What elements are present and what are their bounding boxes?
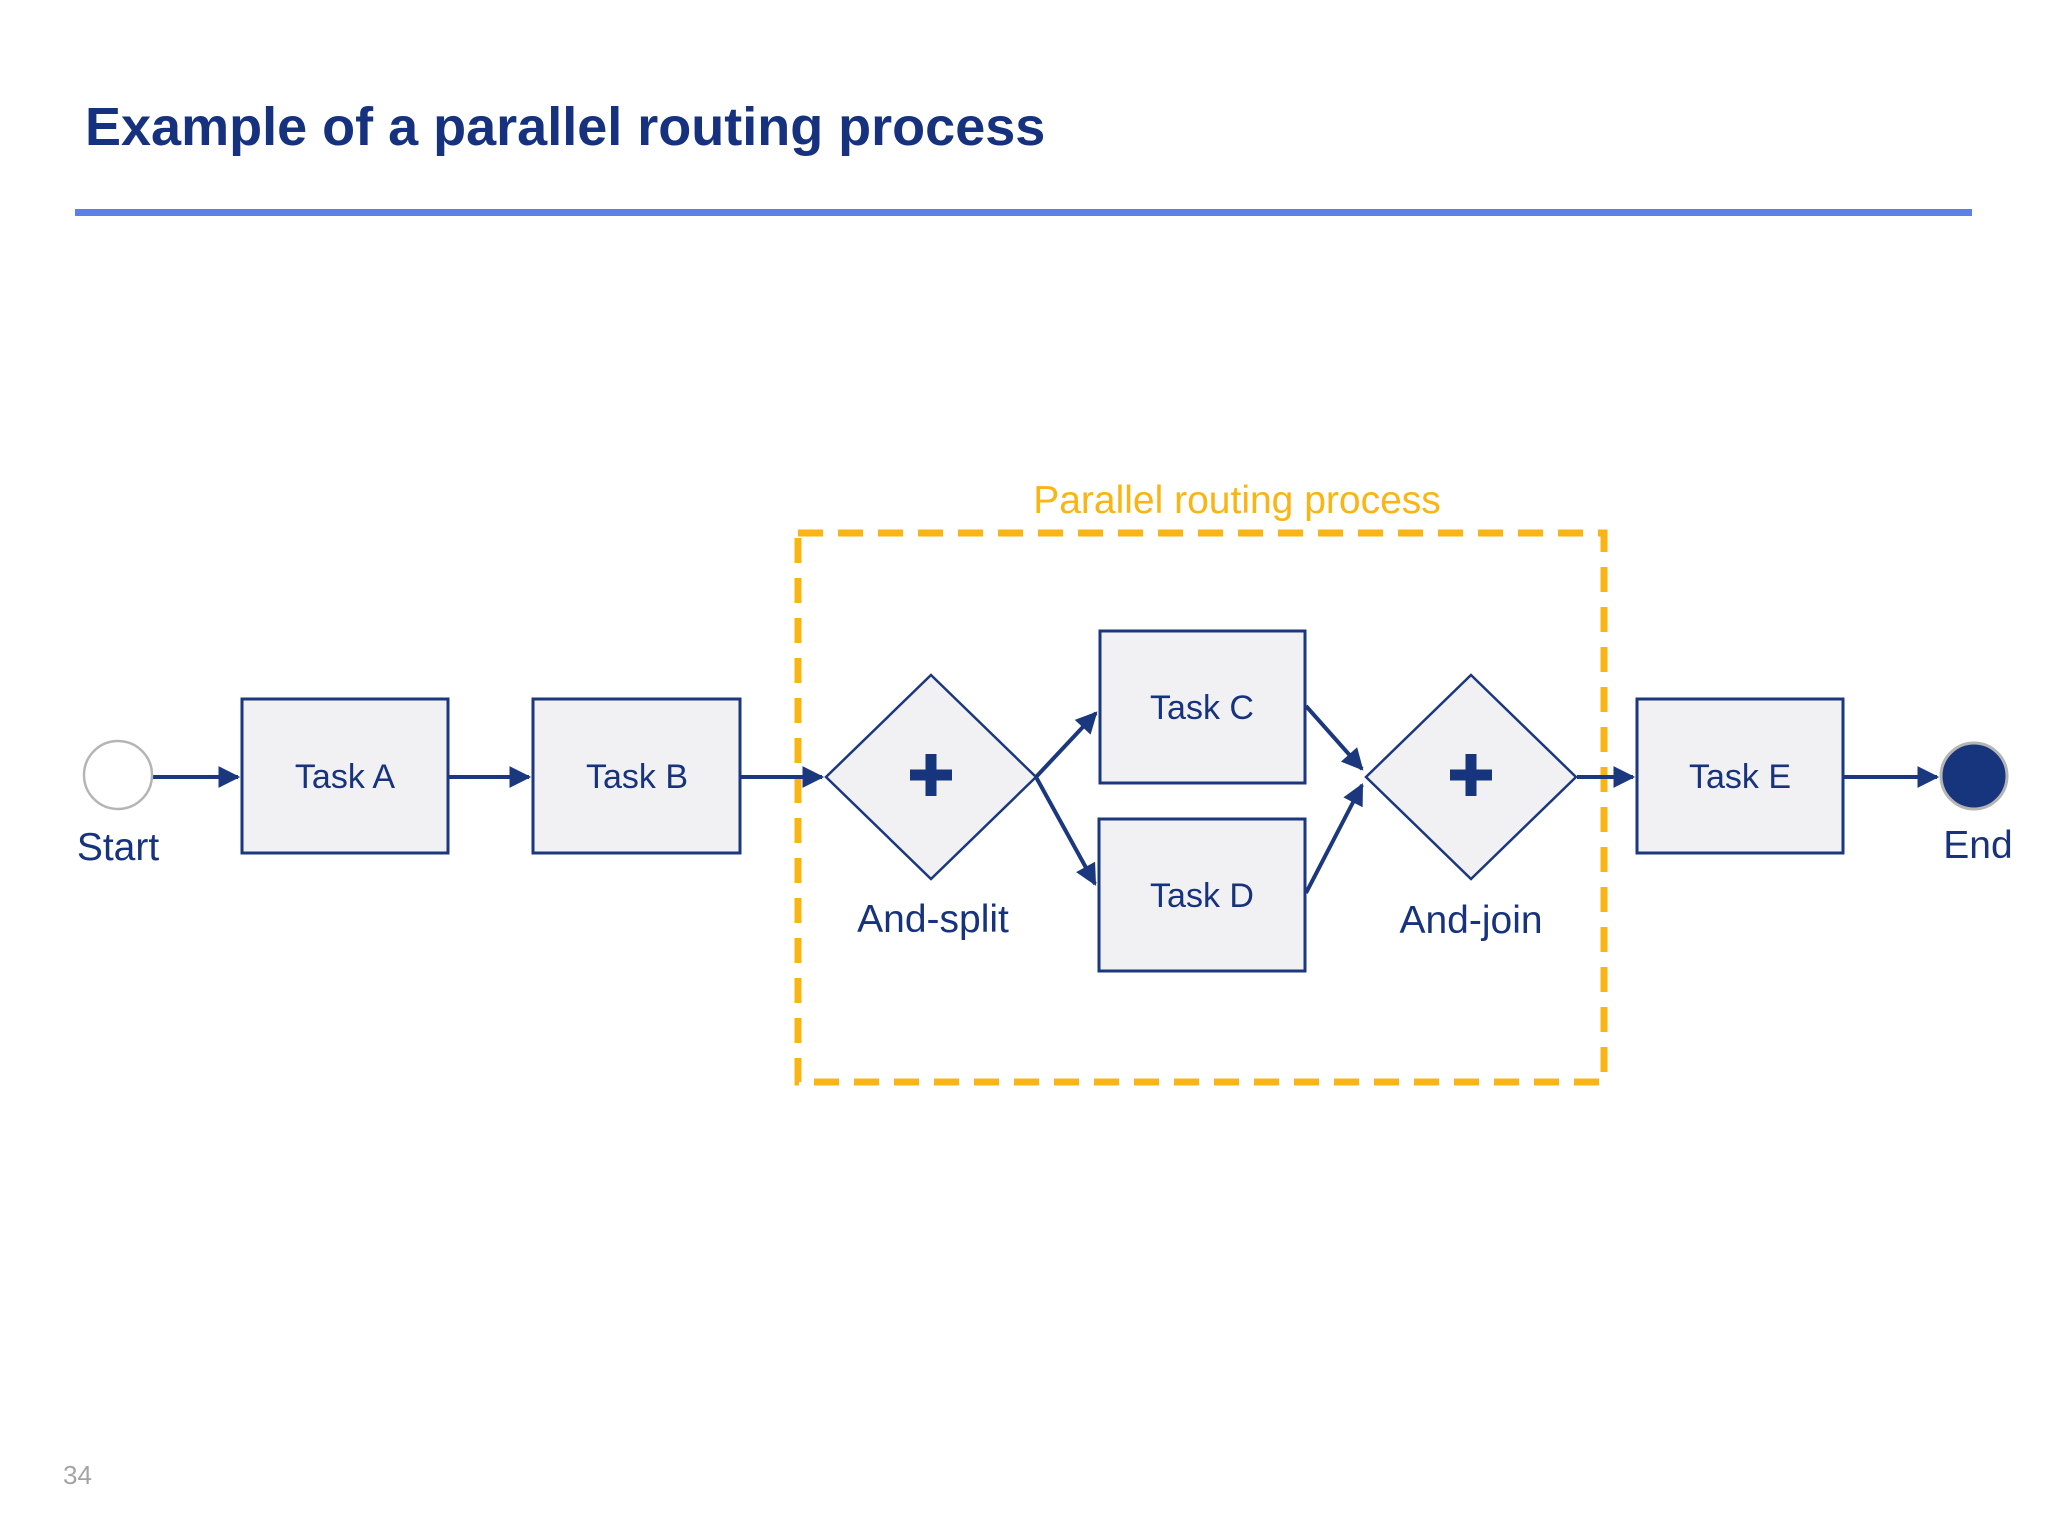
flow-task-d-to-and-join [1304, 783, 1364, 894]
end-event-label: End [1943, 824, 2012, 867]
parallel-group-outline [794, 529, 1608, 1086]
task-d-label: Task D [1150, 877, 1254, 915]
flow-and-split-to-task-c [1034, 711, 1098, 779]
page-number: 34 [63, 1460, 92, 1490]
parallel-group-label: Parallel routing process [1033, 479, 1441, 522]
task-a-box [240, 697, 450, 855]
task-d-box [1097, 817, 1307, 973]
flow-task-c-to-and-join [1304, 704, 1364, 771]
title-underline [75, 209, 1972, 216]
page-title: Example of a parallel routing process [85, 97, 1046, 157]
and-split-plus-icon [910, 754, 952, 796]
end-event-circle [1939, 741, 2009, 811]
and-split-label: And-split [857, 898, 1009, 941]
start-event-circle [82, 739, 154, 811]
and-join-label: And-join [1399, 899, 1542, 942]
task-e-label: Task E [1689, 758, 1791, 796]
task-b-box [531, 697, 742, 855]
task-c-label: Task C [1150, 689, 1254, 727]
start-event-label: Start [77, 826, 160, 869]
task-e-box [1635, 697, 1845, 855]
task-c-box [1098, 629, 1307, 785]
task-a-label: Task A [295, 758, 395, 796]
task-b-label: Task B [586, 758, 688, 796]
flow-and-split-to-task-d [1034, 776, 1097, 886]
and-join-plus-icon [1450, 754, 1492, 796]
